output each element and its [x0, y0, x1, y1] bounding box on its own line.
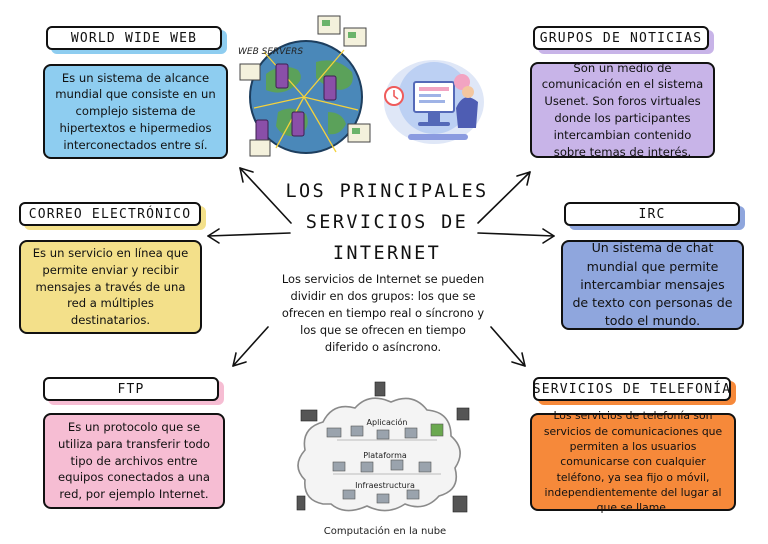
grupos-description: Son un medio de comunicación en el siste… [541, 60, 704, 159]
correo-description: Es un servicio en línea que permite envi… [32, 246, 189, 328]
www-description: Es un sistema de alcance mundial que con… [55, 70, 216, 152]
cloud-caption: Computación en la nube [324, 525, 446, 537]
www-card: Es un sistema de alcance mundial que con… [43, 64, 228, 159]
telefonia-description: Los servicios de telefonía son servicios… [543, 409, 723, 515]
newsgroups-illustration [384, 60, 484, 144]
telefonia-card: Los servicios de telefonía son servicios… [530, 409, 736, 514]
telefonia-label: SERVICIOS DE TELEFONÍA [533, 377, 731, 401]
compute-icon [342, 489, 356, 500]
web-servers-caption: WEB SERVERS [238, 47, 303, 57]
network-icon [406, 489, 420, 500]
desktop-icon [456, 407, 470, 421]
cloud-layer-platform: Plataforma [363, 451, 407, 460]
title-line: INTERNET [332, 243, 442, 264]
cloud-computing-illustration: Aplicación Plataforma Infraestructura Co… [296, 381, 470, 537]
irc-description: Un sistema de chat mundial que permite i… [572, 240, 733, 329]
identity-icon [332, 461, 346, 472]
ftp-description: Es un protocolo que se utiliza para tran… [57, 420, 210, 502]
finance-icon [430, 423, 444, 437]
tablet-icon [452, 495, 468, 513]
queue-icon [390, 459, 404, 471]
irc-label: IRC [564, 202, 740, 226]
ftp-card: Es un protocolo que se utiliza para tran… [43, 413, 225, 509]
main-title: LOS PRINCIPALES SERVICIOS DE INTERNET [262, 176, 512, 269]
grupos-label: GRUPOS DE NOTICIAS [533, 26, 709, 50]
ftp-label: FTP [43, 377, 219, 401]
database-icon [418, 461, 432, 473]
laptop-icon [300, 409, 318, 422]
runtime-icon [360, 461, 374, 473]
cloud-layer-infrastructure: Infraestructura [355, 481, 415, 490]
cloud-layer-application: Aplicación [367, 417, 408, 427]
title-line: LOS PRINCIPALES [285, 181, 489, 202]
title-line: SERVICIOS DE [305, 212, 469, 233]
grupos-card: Son un medio de comunicación en el siste… [530, 60, 715, 159]
web-servers-illustration: WEB SERVERS [238, 15, 371, 157]
server-icon [374, 381, 386, 397]
database-icon [350, 425, 364, 437]
document-icon [404, 427, 418, 439]
monitor-icon [326, 427, 342, 438]
correo-label: CORREO ELECTRÓNICO [19, 202, 201, 226]
www-label: WORLD WIDE WEB [46, 26, 222, 50]
phone-icon [296, 495, 306, 511]
irc-card: Un sistema de chat mundial que permite i… [561, 240, 744, 330]
storage-icon [376, 493, 390, 504]
chat-icon [376, 429, 390, 440]
correo-card: Es un servicio en línea que permite envi… [19, 240, 202, 334]
intro-text: Los servicios de Internet se pueden divi… [281, 272, 485, 355]
